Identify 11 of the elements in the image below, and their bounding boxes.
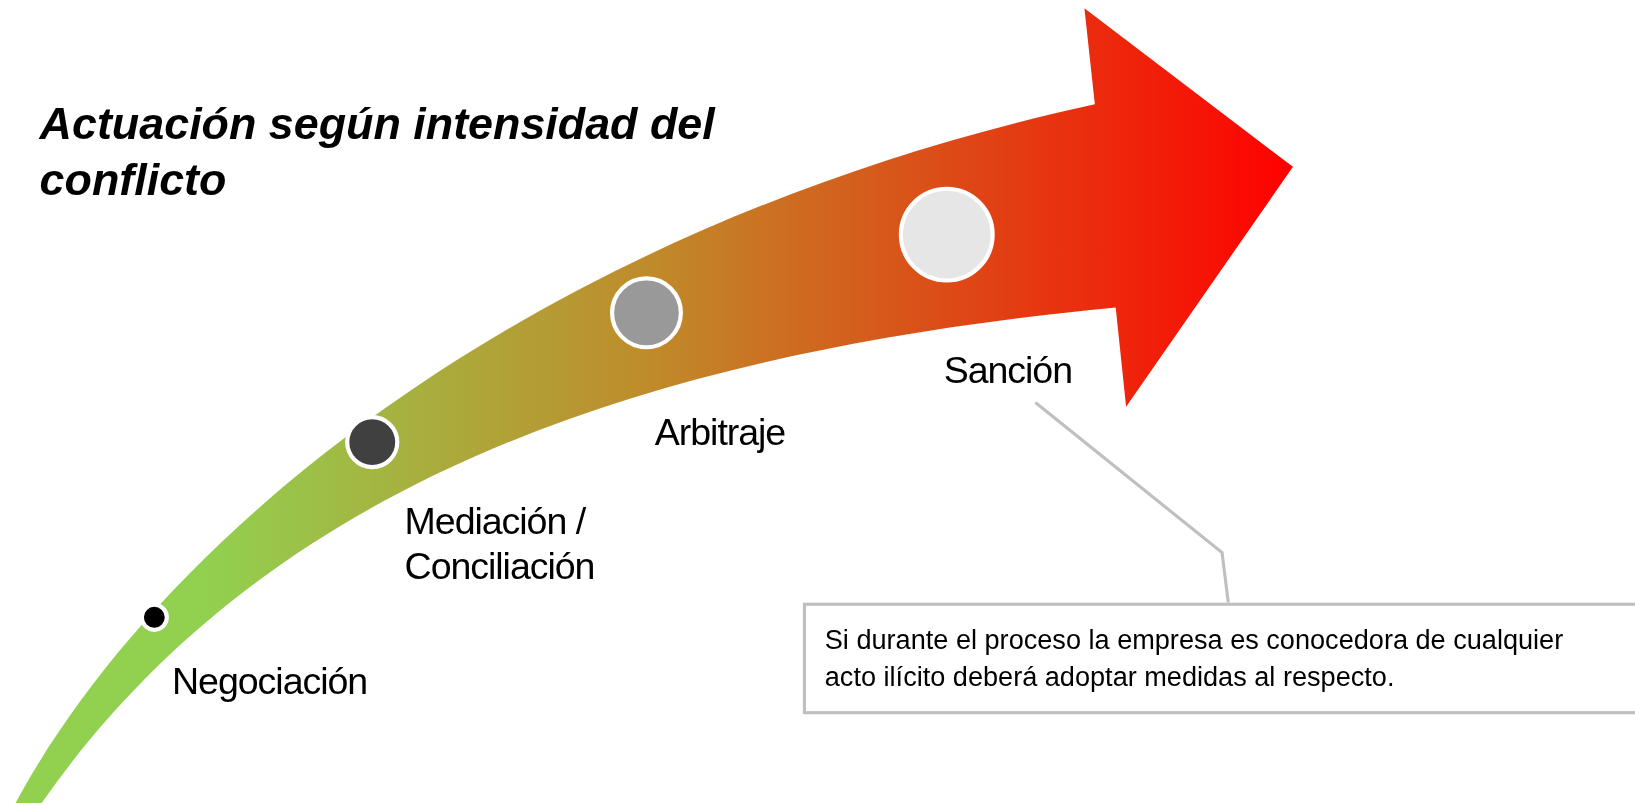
step-label: Arbitraje	[654, 409, 787, 455]
step-circle	[345, 415, 400, 470]
step-label: Mediación / Conciliación	[404, 498, 596, 589]
step-circle	[898, 186, 995, 283]
step-label: Sanción	[943, 347, 1101, 393]
note-box: Si durante el proceso la empresa es conocedora de cualquier acto ilícito deberá adoptar medidas al respecto.	[802, 602, 1635, 714]
step-circle	[139, 602, 169, 632]
leader-line	[1034, 401, 1230, 603]
step-circle	[609, 276, 683, 350]
step-label: Negociación	[172, 659, 369, 704]
title: Actuación según intensidad del conflicto	[39, 97, 717, 207]
